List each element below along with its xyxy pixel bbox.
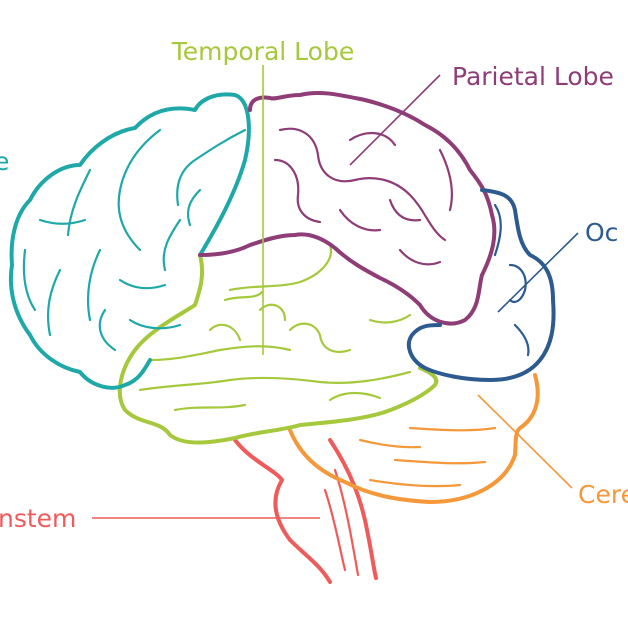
occipital-lobe-label: Oc xyxy=(585,218,618,247)
occipital-leader-line xyxy=(497,232,579,313)
cerebellum-region xyxy=(288,373,540,504)
parietal-region xyxy=(198,90,497,326)
frontal-region xyxy=(8,92,251,390)
parietal-leader-line xyxy=(349,74,441,166)
occipital-region xyxy=(406,188,556,382)
temporal-lobe-label: Temporal Lobe xyxy=(171,37,354,66)
brainstem-region xyxy=(233,438,378,584)
brainstem-label: nstem xyxy=(0,504,76,533)
temporal-region xyxy=(117,243,439,445)
cerebellum-label: Cere xyxy=(578,480,628,509)
frontal-lobe-label: e xyxy=(0,147,9,176)
parietal-lobe-label: Parietal Lobe xyxy=(452,62,614,91)
cerebellum-leader-line xyxy=(477,394,573,489)
